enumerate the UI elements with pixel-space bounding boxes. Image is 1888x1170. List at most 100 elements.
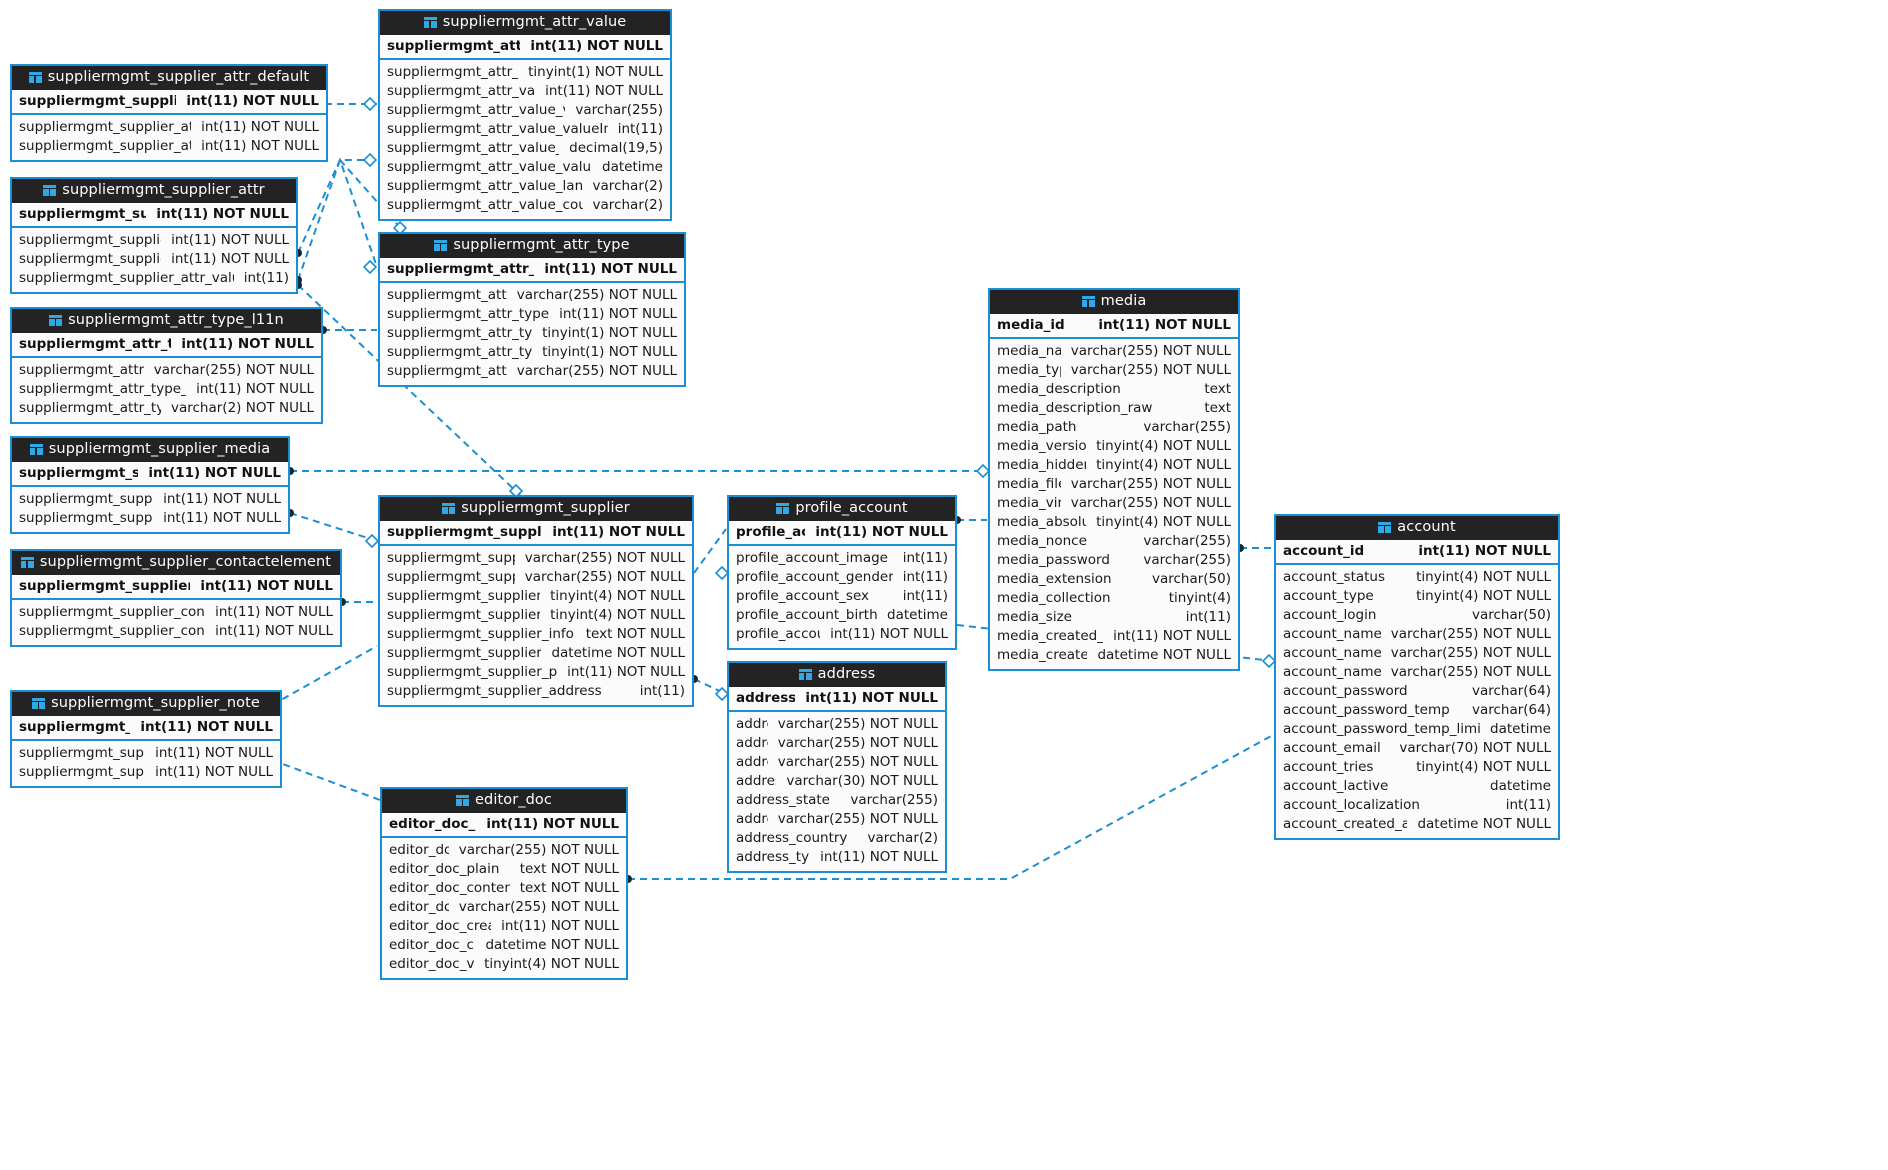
column-row[interactable]: media_versionedtinyint(4) NOT NULL [990,437,1238,456]
column-row[interactable]: suppliermgmt_supplier_note_dstint(11) NO… [12,744,280,763]
column-row[interactable]: address_addressvarchar(255) NOT NULL [729,753,945,772]
column-row[interactable]: suppliermgmt_attr_type_patternvarchar(25… [380,362,684,381]
column-row[interactable]: media_typevarchar(255) NOT NULL [990,361,1238,380]
column-row[interactable]: editor_doc_virtualvarchar(255) NOT NULL [382,898,626,917]
column-row[interactable]: suppliermgmt_supplier_no_reversevarchar(… [380,568,692,587]
column-row[interactable]: suppliermgmt_attr_type_requiredtinyint(1… [380,343,684,362]
entity-table-profile_account[interactable]: profile_accountprofile_account_idint(11)… [727,495,957,650]
column-row[interactable]: address_postalvarchar(30) NOT NULL [729,772,945,791]
column-row[interactable]: suppliermgmt_attr_value_defaulttinyint(1… [380,63,670,82]
column-row[interactable]: media_created_byint(11) NOT NULL [990,627,1238,646]
column-row[interactable]: suppliermgmt_attr_value_valueDecdecimal(… [380,139,670,158]
column-row[interactable]: suppliermgmt_attr_type_customtinyint(1) … [380,324,684,343]
column-row[interactable]: suppliermgmt_attr_type_l11n_typeint(11) … [12,380,321,399]
column-row[interactable]: profile_account_accountint(11) NOT NULL [729,625,955,644]
entity-header[interactable]: suppliermgmt_attr_type_l11n [12,309,321,333]
column-row[interactable]: media_namevarchar(255) NOT NULL [990,342,1238,361]
column-row[interactable]: suppliermgmt_attr_type_l11n_titlevarchar… [12,361,321,380]
column-row[interactable]: address_namevarchar(255) NOT NULL [729,715,945,734]
entity-header[interactable]: suppliermgmt_attr_value [380,11,670,35]
entity-header[interactable]: suppliermgmt_supplier [380,497,692,521]
column-row[interactable]: suppliermgmt_supplier_attr_default_typei… [12,118,326,137]
entity-header[interactable]: media [990,290,1238,314]
column-row[interactable]: suppliermgmt_supplier_note_srcint(11) NO… [12,763,280,782]
column-row[interactable]: editor_doc_created_byint(11) NOT NULL [382,917,626,936]
entity-header[interactable]: suppliermgmt_supplier_note [12,692,280,716]
entity-table-attr_value[interactable]: suppliermgmt_attr_value suppliermgmt_attr… [378,9,672,221]
entity-header[interactable]: suppliermgmt_attr_type [380,234,684,258]
column-row[interactable]: suppliermgmt_supplier_media_srcint(11) N… [12,509,288,528]
column-row[interactable]: suppliermgmt_supplier_created_atdatetime… [380,644,692,663]
column-row[interactable]: suppliermgmt_attr_value_valueDatdatetime [380,158,670,177]
column-row[interactable]: address_additionvarchar(255) NOT NULL [729,734,945,753]
column-row[interactable]: suppliermgmt_supplier_media_dstint(11) N… [12,490,288,509]
column-row[interactable]: media_absolutetinyint(4) NOT NULL [990,513,1238,532]
entity-header[interactable]: editor_doc [382,789,626,813]
column-row[interactable]: media_virtualvarchar(255) NOT NULL [990,494,1238,513]
column-row[interactable]: suppliermgmt_attr_type_fieldsint(11) NOT… [380,305,684,324]
column-row[interactable]: editor_doc_titlevarchar(255) NOT NULL [382,841,626,860]
column-row[interactable]: suppliermgmt_supplier_contactelement_dst… [12,603,340,622]
entity-header[interactable]: profile_account [729,497,955,521]
entity-header[interactable]: suppliermgmt_supplier_contactelement [12,551,340,575]
entity-header[interactable]: suppliermgmt_supplier_attr_default [12,66,326,90]
column-row[interactable]: profile_account_birthdaydatetime [729,606,955,625]
